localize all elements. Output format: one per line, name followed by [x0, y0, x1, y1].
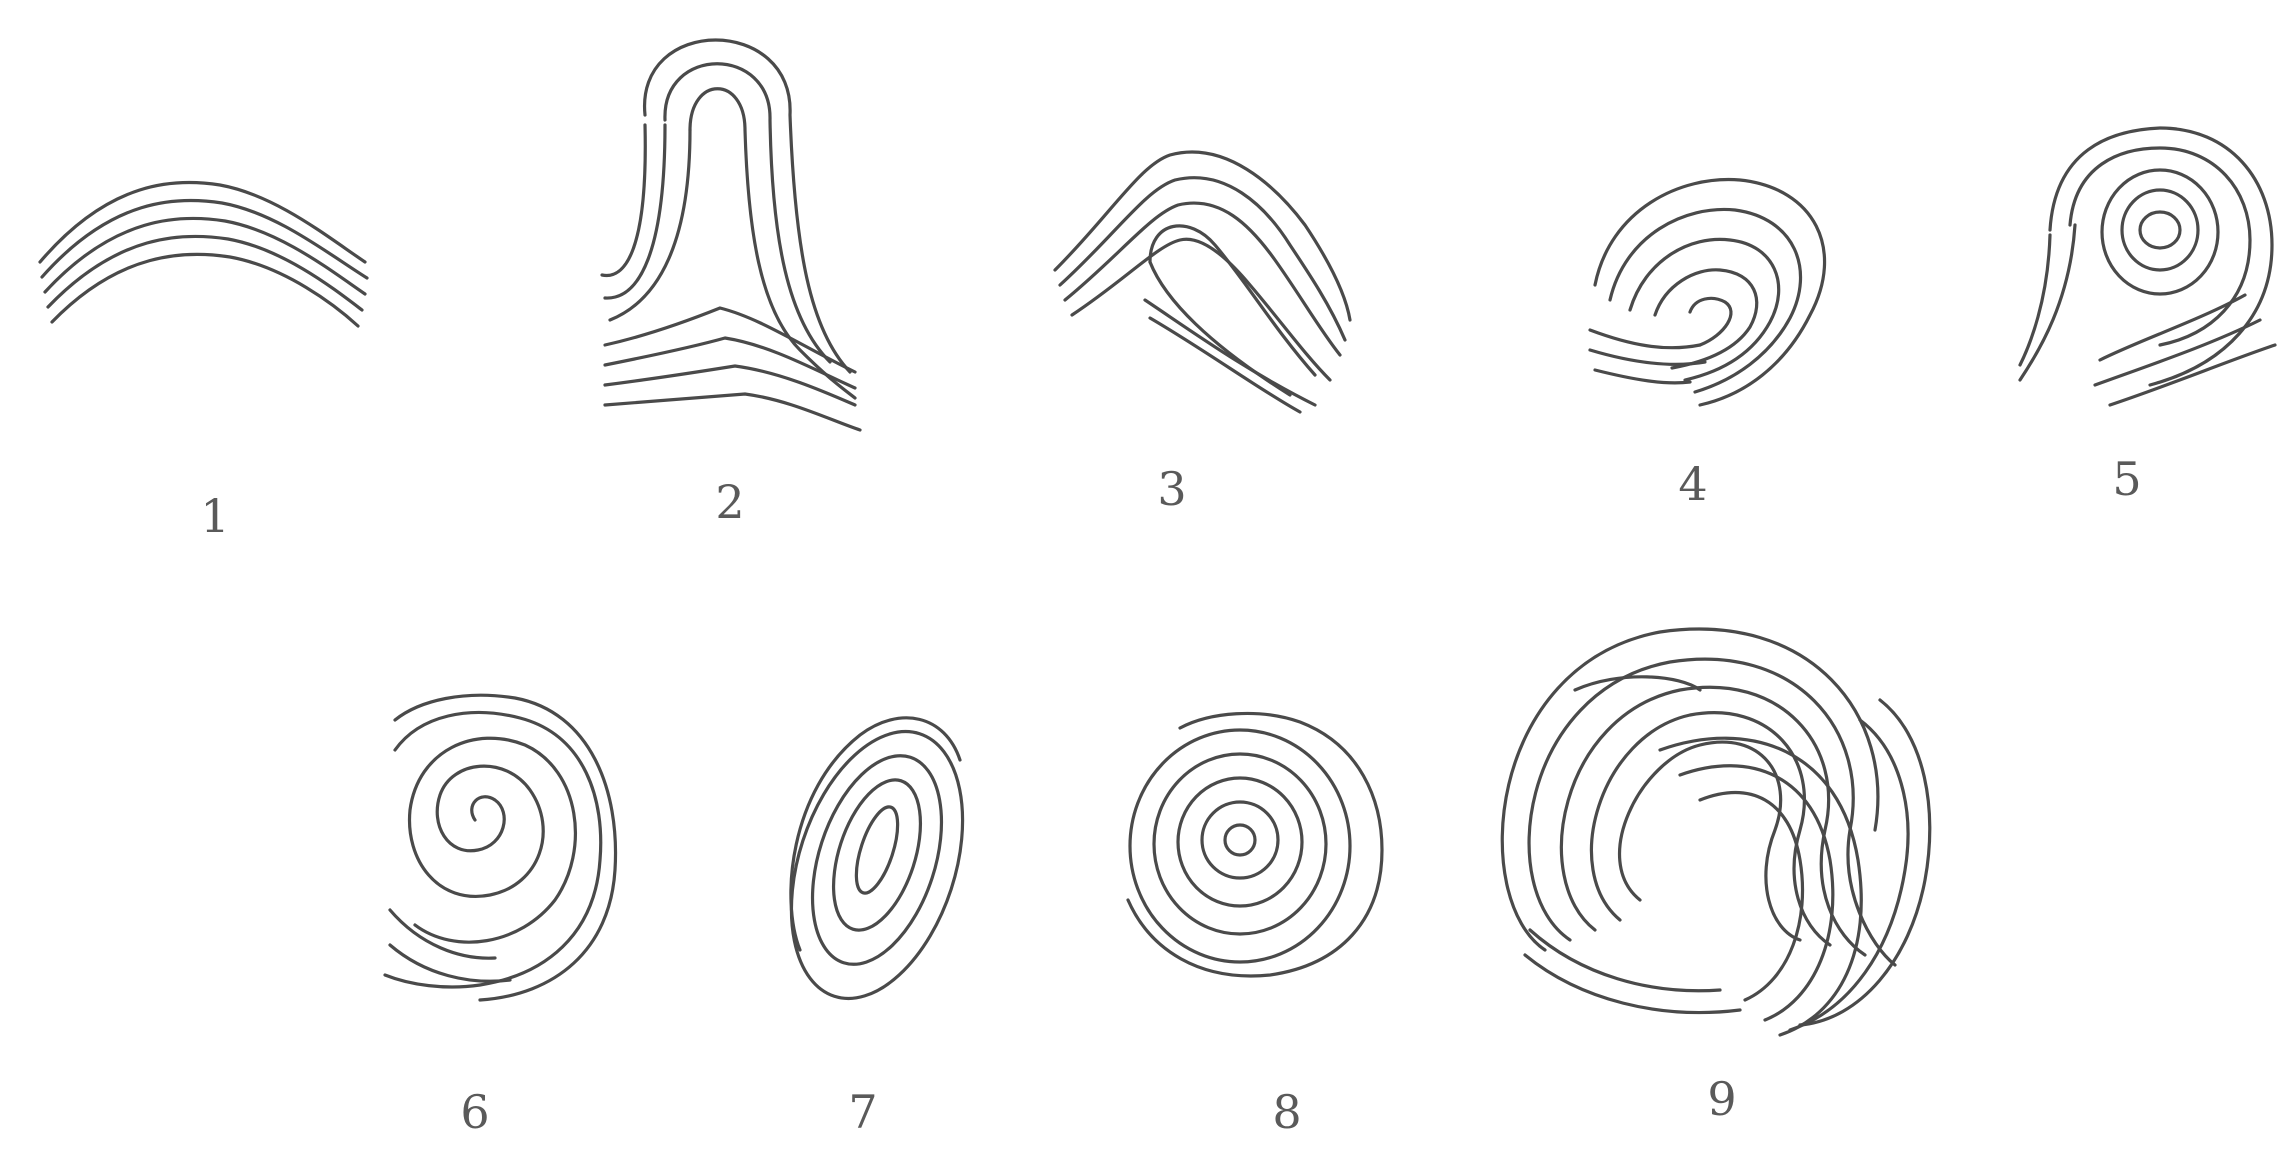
pattern-5-central-pocket — [2020, 128, 2275, 405]
label-8: 8 — [1272, 1085, 1301, 1139]
pattern-7-elongated-whorl — [760, 710, 994, 1021]
label-7: 7 — [848, 1085, 877, 1139]
label-5: 5 — [2112, 452, 2141, 506]
label-1: 1 — [200, 489, 229, 543]
label-9: 9 — [1707, 1072, 1736, 1126]
pattern-6-spiral-whorl — [385, 695, 616, 1000]
label-6: 6 — [460, 1085, 489, 1139]
pattern-4-loop — [1590, 180, 1825, 405]
pattern-1-plain-arch — [40, 182, 367, 326]
label-4: 4 — [1678, 457, 1707, 511]
label-2: 2 — [715, 475, 744, 529]
label-3: 3 — [1157, 462, 1186, 516]
pattern-9-double-loop-whorl — [1502, 629, 1930, 1035]
pattern-8-concentric-whorl — [1128, 713, 1382, 976]
pattern-2-tented-arch — [602, 40, 860, 430]
pattern-3-loop — [1055, 152, 1350, 412]
